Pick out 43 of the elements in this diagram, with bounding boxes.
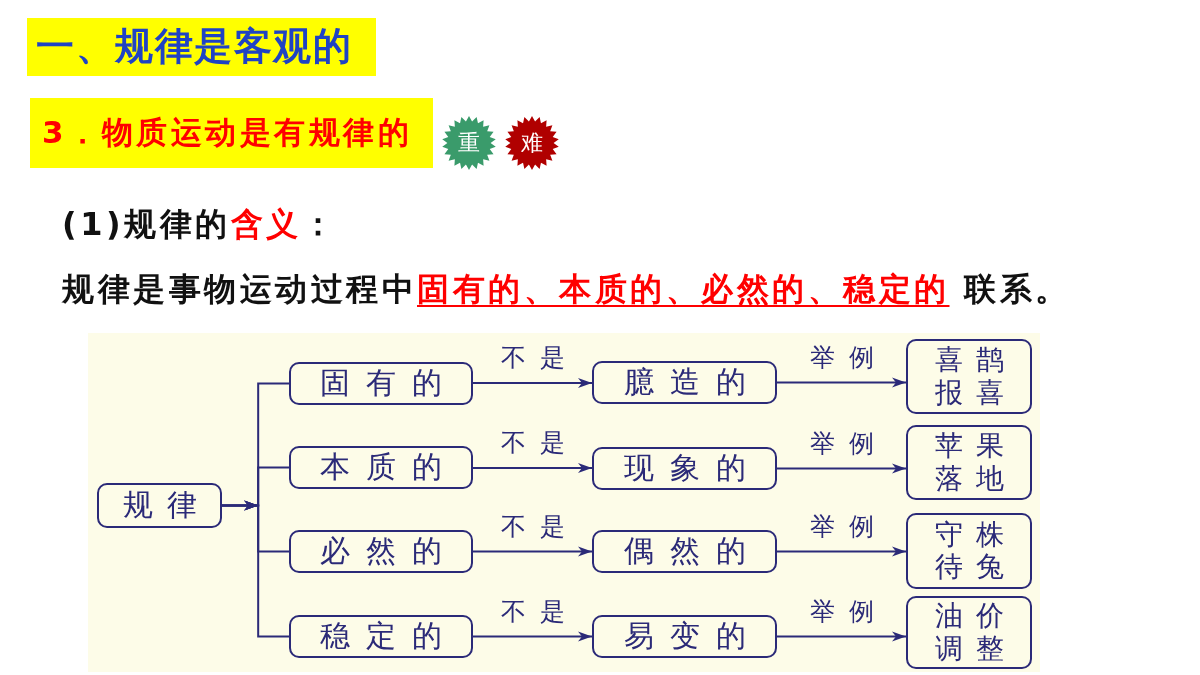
property-box: [289, 446, 473, 489]
badge-label: 难: [521, 130, 543, 156]
arrow: [776, 631, 907, 642]
arrow: [472, 463, 593, 473]
arrow: [776, 463, 907, 474]
arrow: [221, 500, 290, 638]
definition-heading: (1)规律的含义：: [62, 205, 337, 244]
property-label: 必然的: [319, 534, 458, 569]
topic-box: [97, 483, 222, 528]
contrast-label: 偶然的: [622, 534, 762, 569]
property-label: 固有的: [319, 366, 458, 401]
property-box: [289, 530, 473, 573]
example-label: 油价调整: [933, 600, 1017, 665]
contrast-label: 现象的: [622, 451, 762, 486]
example-box: [906, 339, 1032, 414]
contrast-box: [592, 615, 777, 658]
starburst-badge: [505, 116, 559, 170]
subsection-heading: 3．物质运动是有规律的: [42, 114, 413, 152]
arrow: [472, 378, 593, 388]
section-title: 一、规律是客观的: [36, 24, 352, 70]
property-label: 稳定的: [319, 619, 458, 654]
example-label: 喜鹊报喜: [933, 344, 1017, 409]
arrow: [472, 546, 593, 557]
example-label: 苹果落地: [933, 430, 1017, 495]
example-label: 守株待兔: [933, 518, 1017, 584]
property-box: [289, 615, 473, 658]
example-box: [906, 425, 1032, 500]
contrast-box: [592, 361, 777, 404]
arrow: [472, 631, 593, 642]
starburst-badge: [442, 116, 496, 170]
definition-text: 规律是事物运动过程中固有的、本质的、必然的、稳定的 联系。: [62, 270, 1071, 309]
contrast-label: 易变的: [622, 619, 762, 654]
property-label: 本质的: [319, 450, 458, 485]
contrast-label: 臆造的: [622, 365, 762, 400]
arrow: [776, 546, 907, 557]
example-box: [906, 513, 1032, 589]
example-box: [906, 596, 1032, 669]
property-box: [289, 362, 473, 405]
contrast-box: [592, 530, 777, 573]
badge-label: 重: [458, 130, 480, 156]
contrast-box: [592, 447, 777, 490]
topic-label: 规律: [121, 488, 211, 523]
arrow: [776, 377, 907, 388]
